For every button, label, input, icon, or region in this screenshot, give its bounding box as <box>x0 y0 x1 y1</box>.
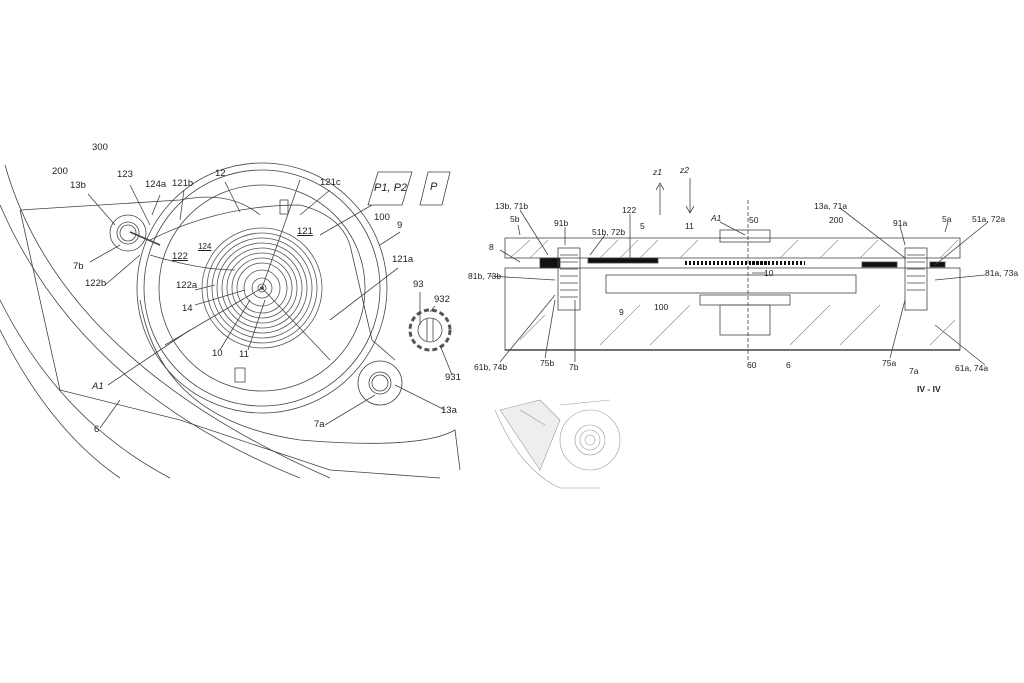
ref-5: 5 <box>640 221 645 231</box>
ref-124: 124 <box>198 242 212 251</box>
ref-11: 11 <box>239 349 249 360</box>
ref-81a-73a: 81a, 73a <box>985 268 1019 278</box>
ref-121: 121 <box>297 226 313 237</box>
ref-8: 8 <box>489 242 494 252</box>
ref-81b-73b: 81b, 73b <box>468 271 502 281</box>
ref-12: 12 <box>215 168 226 179</box>
ref-A1: A1 <box>711 213 722 223</box>
cross-section-figure <box>489 178 989 366</box>
ref-91a: 91a <box>893 218 908 228</box>
ref-50: 50 <box>749 215 759 225</box>
ref-6: 6 <box>94 424 100 435</box>
ref-122: 122 <box>622 205 637 215</box>
ref-7b: 7b <box>569 362 579 372</box>
ref-122: 122 <box>172 251 188 262</box>
ref-A1: A1 <box>92 381 104 392</box>
ref-300: 300 <box>92 142 108 153</box>
ref-51a-72a: 51a, 72a <box>972 214 1006 224</box>
ref-121a: 121a <box>392 254 414 265</box>
ref-124a: 124a <box>145 179 167 190</box>
ref-6: 6 <box>786 360 791 370</box>
ref-9: 9 <box>619 307 624 317</box>
ref-123: 123 <box>117 169 133 180</box>
ref-14: 14 <box>182 303 193 314</box>
ref-122b: 122b <box>85 278 107 289</box>
p1-p2-box-label: P1, P2 <box>374 182 408 194</box>
ref-931: 931 <box>445 372 461 383</box>
ref-7a: 7a <box>314 419 325 430</box>
gear-93 <box>408 308 452 352</box>
ref-121b: 121b <box>172 178 194 189</box>
ref-z1: z1 <box>653 167 662 177</box>
ref-61a-74a: 61a, 74a <box>955 363 989 373</box>
ref-z2: z2 <box>680 165 689 175</box>
ref-200: 200 <box>52 166 68 177</box>
ref-13a-71a: 13a, 71a <box>814 201 848 211</box>
plan-view-figure <box>0 162 461 479</box>
p-box <box>419 171 451 206</box>
ref-51b-72b: 51b, 72b <box>592 227 626 237</box>
thumbnail-figure <box>494 399 621 489</box>
ref-122a: 122a <box>176 280 198 291</box>
ref-13b-71b: 13b, 71b <box>495 201 529 211</box>
ref-200: 200 <box>829 215 844 225</box>
ref-61b-74b: 61b, 74b <box>474 362 508 372</box>
ref-93: 93 <box>413 279 424 290</box>
ref-10: 10 <box>764 268 774 278</box>
ref-5a: 5a <box>942 214 952 224</box>
section-title: IV - IV <box>917 384 941 394</box>
ref-9: 9 <box>397 220 403 231</box>
p1-p2-box <box>367 171 413 206</box>
hairspring <box>201 227 323 349</box>
ref-75a: 75a <box>882 358 897 368</box>
ref-100: 100 <box>374 212 390 223</box>
ref-7a: 7a <box>909 366 919 376</box>
ref-5b: 5b <box>510 214 520 224</box>
ref-60: 60 <box>747 360 757 370</box>
ref-7b: 7b <box>73 261 84 272</box>
ref-121c: 121c <box>320 177 341 188</box>
ref-11: 11 <box>685 221 694 231</box>
ref-13a: 13a <box>441 405 457 416</box>
ref-75b: 75b <box>540 358 555 368</box>
ref-932: 932 <box>434 294 450 305</box>
p-box-label: P <box>430 181 438 193</box>
ref-10: 10 <box>212 348 223 359</box>
ref-100: 100 <box>654 302 669 312</box>
ref-91b: 91b <box>554 218 569 228</box>
ref-13b: 13b <box>70 180 86 191</box>
